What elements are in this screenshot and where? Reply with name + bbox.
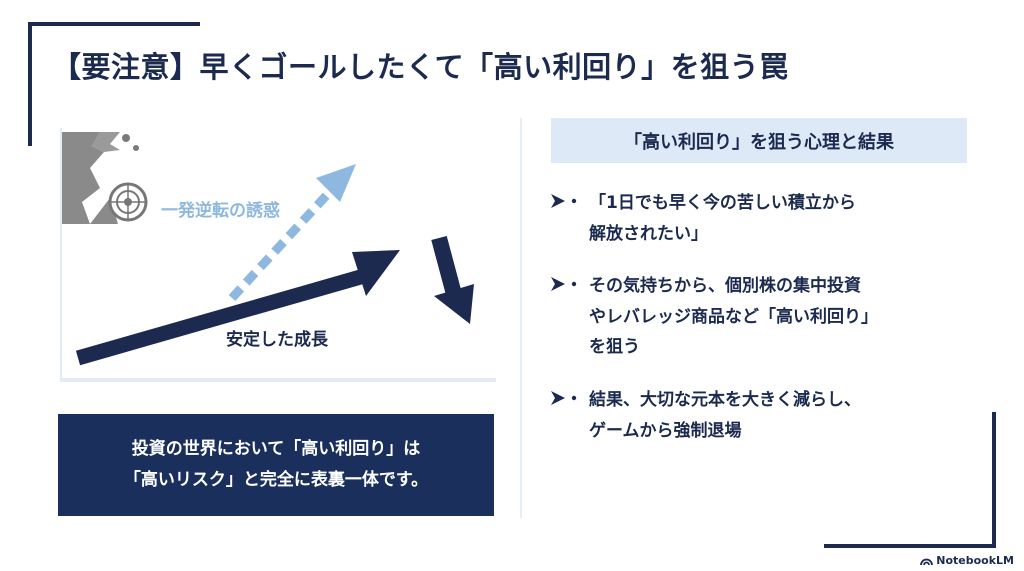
key-message-box: 投資の世界において「高い利回り」は 「高いリスク」と完全に表裏一体です。 (58, 414, 494, 516)
section-heading: 「高い利回り」を狙う心理と結果 (551, 118, 967, 163)
bullet-2-line-1: その気持ちから、個別株の集中投資 (589, 276, 861, 297)
cliff-icon (62, 132, 104, 224)
chevron-bullet-icon (551, 188, 589, 249)
temptation-arrow-head (316, 164, 356, 202)
notebooklm-watermark: NotebookLM (920, 554, 1014, 567)
bullet-1-line-1: 「1日でも早く今の苦しい積立から (589, 193, 856, 213)
bullet-1-line-2: 解放されたい」 (589, 223, 708, 244)
list-item: 「1日でも早く今の苦しい積立から 解放されたい」 (551, 188, 981, 249)
cliff-roulette-icon (62, 132, 148, 224)
key-message-line-2: 「高いリスク」と完全に表裏一体です。 (123, 470, 429, 490)
temptation-label: 一発逆転の誘惑 (161, 201, 280, 221)
growth-diagram: 一発逆転の誘惑 安定した成長 (60, 128, 496, 384)
stable-growth-arrow-head (352, 250, 400, 296)
brand-label: NotebookLM (936, 554, 1014, 567)
bullet-2-line-2: やレバレッジ商品など「高い利回り」 (589, 306, 878, 327)
frame-corner-bottom-vertical (992, 412, 996, 548)
fall-arrow-line (431, 235, 463, 301)
temptation-arrow-line (228, 181, 340, 302)
growth-diagram-graphic (60, 128, 496, 382)
column-divider (520, 118, 522, 518)
bullet-3-line-2: ゲームから強制退場 (589, 420, 742, 441)
bullet-3-line-1: 結果、大切な元本を大きく減らし、 (589, 389, 861, 410)
stable-growth-label: 安定した成長 (226, 330, 328, 350)
frame-corner-top-horizontal (28, 22, 200, 26)
stable-growth-arrow-line (75, 268, 367, 366)
list-item: その気持ちから、個別株の集中投資 やレバレッジ商品など「高い利回り」 を狙う (551, 271, 981, 363)
frame-corner-bottom-horizontal (824, 544, 996, 548)
notebooklm-logo-icon (920, 558, 934, 565)
bullet-2-line-3: を狙う (589, 337, 640, 358)
fall-arrow-head (434, 284, 474, 324)
list-item: 結果、大切な元本を大きく減らし、 ゲームから強制退場 (551, 385, 981, 446)
key-message-line-1: 投資の世界において「高い利回り」は (131, 438, 421, 459)
frame-corner-top-vertical (28, 22, 32, 146)
page-title: 【要注意】早くゴールしたくて「高い利回り」を狙う罠 (52, 50, 789, 84)
chevron-bullet-icon (551, 385, 589, 446)
falling-rock-icon (122, 134, 130, 142)
chevron-bullet-icon (551, 271, 589, 363)
bullet-list: 「1日でも早く今の苦しい積立から 解放されたい」 その気持ちから、個別株の集中投… (551, 188, 981, 468)
